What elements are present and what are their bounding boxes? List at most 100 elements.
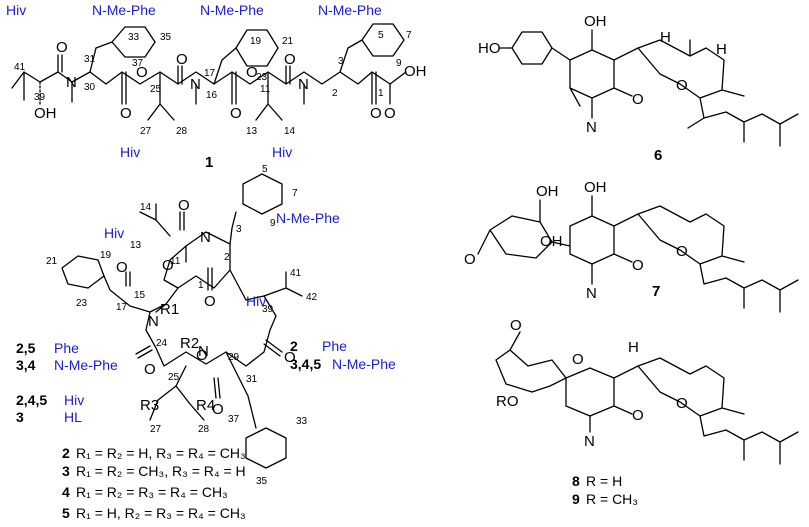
legend-text: R₁ = R₂ = H, R₃ = R₄ = CH₃ bbox=[76, 445, 246, 461]
atom-number: 17 bbox=[204, 68, 216, 79]
atom-oh: OH bbox=[34, 105, 57, 122]
label-ids: 3,4,5 bbox=[290, 356, 321, 372]
atom-n: N bbox=[298, 76, 309, 93]
atom-number: 5 bbox=[378, 30, 384, 41]
atom-o: O bbox=[370, 105, 382, 122]
legend-cpd: 5 bbox=[62, 505, 70, 521]
atom-number: 25 bbox=[150, 84, 162, 95]
n-methyl-bonds bbox=[71, 81, 305, 105]
atom-number: 17 bbox=[116, 302, 128, 313]
side-chain-bonds-89 bbox=[589, 357, 799, 465]
macrocycle-bonds bbox=[145, 211, 277, 367]
side-chain-bonds-7 bbox=[591, 195, 799, 313]
atom-o: O bbox=[212, 401, 224, 418]
variant-text: R = H bbox=[586, 473, 622, 489]
variant-text: R = CH₃ bbox=[586, 491, 638, 507]
atom-ho: HO bbox=[478, 40, 501, 57]
legend-text: R₁ = R₂ = CH₃, R₃ = R₄ = H bbox=[76, 463, 246, 479]
atom-oh: OH bbox=[536, 183, 559, 200]
legend-text: R₁ = H, R₂ = R₃ = R₄ = CH₃ bbox=[76, 505, 246, 521]
atom-n: N bbox=[586, 285, 597, 302]
atom-o: O bbox=[676, 243, 688, 260]
phenol-bonds bbox=[499, 47, 571, 61]
atom-n: N bbox=[584, 433, 595, 450]
atom-n: N bbox=[200, 229, 211, 246]
atom-number: 33 bbox=[296, 416, 308, 427]
atom-number: 25 bbox=[168, 372, 180, 383]
atom-number: 5 bbox=[262, 164, 268, 175]
left-label-1: 2,5 Phe bbox=[16, 340, 79, 356]
atom-r2: R2 bbox=[180, 335, 199, 352]
label-hiv-right: Hiv bbox=[246, 293, 266, 309]
legend-cpd: 4 bbox=[62, 484, 70, 500]
phenol-ring bbox=[511, 31, 553, 65]
atom-r4: R4 bbox=[196, 397, 215, 414]
label-ids: 2 bbox=[290, 338, 298, 354]
atom-o: O bbox=[176, 51, 188, 68]
structure-1: Hiv N-Me-Phe N-Me-Phe N-Me-Phe Hiv Hiv 1… bbox=[6, 2, 427, 171]
atom-number: 9 bbox=[270, 218, 276, 229]
atom-number: 23 bbox=[76, 298, 88, 309]
atom-number: 29 bbox=[228, 352, 240, 363]
isopropyl-top bbox=[139, 203, 171, 237]
atom-number: 3 bbox=[338, 56, 344, 67]
atom-o: O bbox=[196, 347, 208, 364]
benzyl-left bbox=[103, 275, 151, 313]
label-ids: 2,5 bbox=[16, 340, 36, 356]
variant-cpd: 8 bbox=[572, 473, 580, 489]
atom-o: O bbox=[246, 64, 258, 81]
atom-number: 27 bbox=[150, 424, 162, 435]
atom-h: H bbox=[660, 29, 671, 46]
atom-number: 21 bbox=[282, 36, 294, 47]
atom-number: 21 bbox=[46, 256, 58, 267]
atom-number: 13 bbox=[246, 126, 258, 137]
atom-o: O bbox=[204, 293, 216, 310]
phenyl-ring-top bbox=[242, 173, 283, 215]
atom-o: O bbox=[384, 105, 396, 122]
substituent-row-4: 4 R₁ = R₂ = R₃ = R₄ = CH₃ bbox=[62, 484, 228, 500]
atom-number: 11 bbox=[260, 84, 271, 95]
substituent-row-5: 5 R₁ = H, R₂ = R₃ = R₄ = CH₃ bbox=[62, 505, 246, 521]
structure-7: OH OH OH O O N O bbox=[464, 179, 799, 313]
benzyl-1-bond bbox=[89, 41, 113, 73]
label-residue: N-Me-Phe bbox=[54, 357, 118, 373]
legend-text: R₁ = R₂ = R₃ = R₄ = CH₃ bbox=[76, 484, 228, 500]
right-label-2: 3,4,5 N-Me-Phe bbox=[290, 356, 396, 372]
atom-number: 37 bbox=[132, 58, 144, 69]
carbonyl-doubles bbox=[125, 211, 283, 399]
acid-bonds bbox=[389, 71, 407, 105]
phenyl-ring-bottom bbox=[245, 427, 287, 469]
label-hiv-3: Hiv bbox=[272, 144, 292, 160]
compound-number-6: 6 bbox=[654, 147, 662, 164]
left-label-2: 3,4 N-Me-Phe bbox=[16, 357, 118, 373]
atom-number: 30 bbox=[84, 82, 96, 93]
label-residue: N-Me-Phe bbox=[332, 356, 396, 372]
atom-number: 2 bbox=[224, 252, 230, 263]
atom-o: O bbox=[510, 317, 522, 334]
left-label-3: 2,4,5 Hiv bbox=[16, 392, 84, 408]
atom-oh: OH bbox=[584, 13, 607, 30]
phenyl-ring-2 bbox=[235, 29, 279, 67]
atom-number: 1 bbox=[378, 88, 384, 99]
atom-n: N bbox=[586, 119, 597, 136]
bicyclic-bonds bbox=[495, 331, 567, 393]
atom-oh: OH bbox=[404, 63, 427, 80]
legend-cpd: 2 bbox=[62, 445, 70, 461]
atom-number: 9 bbox=[396, 58, 402, 69]
atom-oh: OH bbox=[540, 233, 563, 250]
atom-n: N bbox=[148, 313, 159, 330]
atom-number: 33 bbox=[128, 32, 140, 43]
atom-number: 42 bbox=[306, 292, 318, 303]
atom-o: O bbox=[136, 64, 148, 81]
atom-number: 24 bbox=[156, 338, 168, 349]
atom-number: 35 bbox=[160, 32, 172, 43]
atom-number: 2 bbox=[332, 88, 338, 99]
atom-number: 41 bbox=[290, 268, 302, 279]
atom-number: 41 bbox=[14, 62, 26, 73]
benzyl-2-bond bbox=[213, 47, 237, 85]
variant-8: 8 R = H bbox=[572, 473, 622, 489]
left-label-4: 3 HL bbox=[16, 409, 82, 425]
isopropyl-right bbox=[263, 271, 303, 297]
atom-number: 15 bbox=[134, 290, 146, 301]
